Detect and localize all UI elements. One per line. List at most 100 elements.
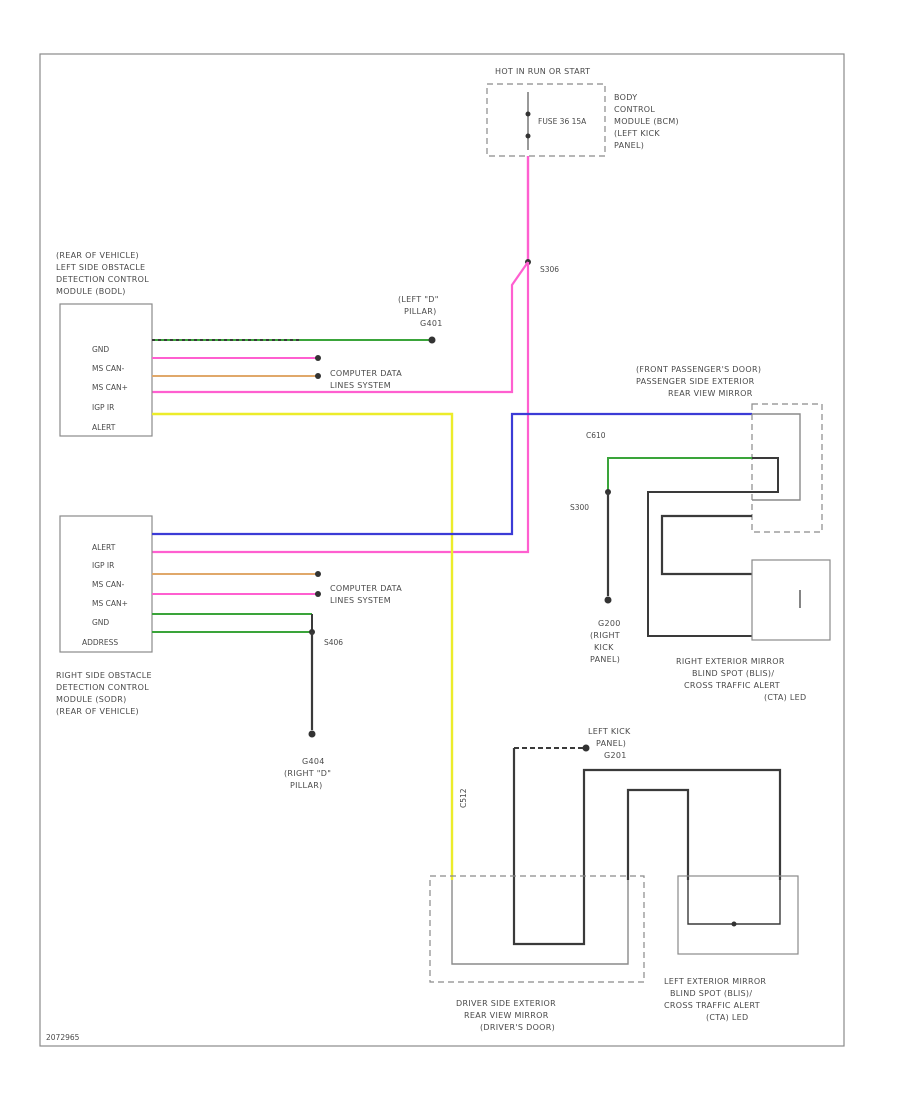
svg-text:LEFT KICK: LEFT KICK (588, 727, 631, 736)
svg-text:COMPUTER DATA: COMPUTER DATA (330, 369, 402, 378)
svg-text:G201: G201 (604, 751, 627, 760)
left-can-plus-dot (315, 373, 321, 379)
svg-text:G401: G401 (420, 319, 443, 328)
svg-text:CONTROL: CONTROL (614, 105, 655, 114)
bcm-dashed-box (486, 83, 606, 157)
svg-text:(CTA) LED: (CTA) LED (706, 1013, 748, 1022)
driver-mirror-internal (451, 880, 629, 965)
svg-text:ALERT: ALERT (92, 543, 116, 552)
fuse-terminal-top (525, 111, 531, 117)
ground-g401 (428, 336, 436, 344)
svg-text:(CTA) LED: (CTA) LED (764, 693, 806, 702)
svg-text:MS CAN+: MS CAN+ (92, 599, 128, 608)
svg-text:KICK: KICK (594, 643, 614, 652)
svg-text:REAR VIEW MIRROR: REAR VIEW MIRROR (464, 1011, 549, 1020)
svg-text:PILLAR): PILLAR) (290, 781, 323, 790)
svg-text:(FRONT PASSENGER'S DOOR): (FRONT PASSENGER'S DOOR) (636, 365, 761, 374)
svg-text:DETECTION CONTROL: DETECTION CONTROL (56, 275, 149, 284)
svg-text:PANEL): PANEL) (590, 655, 620, 664)
splice-s306-label: S306 (540, 265, 559, 274)
left-obstacle-module (59, 303, 153, 437)
diagram-frame (39, 53, 845, 1047)
right-obstacle-module (59, 515, 153, 653)
passenger-mirror-internal-1 (752, 413, 801, 501)
fuse-terminal-bottom (525, 133, 531, 139)
svg-text:BLIND SPOT (BLIS)/: BLIND SPOT (BLIS)/ (692, 669, 774, 678)
svg-text:BLIND SPOT (BLIS)/: BLIND SPOT (BLIS)/ (670, 989, 752, 998)
s300-label: S300 (570, 503, 589, 512)
svg-text:ALERT: ALERT (92, 423, 116, 432)
svg-text:ADDRESS: ADDRESS (82, 638, 118, 647)
splice-s406-label: S406 (324, 638, 343, 647)
svg-text:PANEL): PANEL) (596, 739, 626, 748)
svg-text:PANEL): PANEL) (614, 141, 644, 150)
driver-blis-wire-1 (512, 748, 782, 946)
right-blis-led-box (751, 559, 831, 641)
blue-alert-wire (152, 412, 752, 536)
svg-text:G200: G200 (598, 619, 621, 628)
svg-text:REAR VIEW MIRROR: REAR VIEW MIRROR (668, 389, 753, 398)
green-passenger-wire (607, 457, 752, 492)
fuse-label: FUSE 36 15A (538, 117, 587, 126)
svg-text:DETECTION CONTROL: DETECTION CONTROL (56, 683, 149, 692)
svg-text:LEFT SIDE OBSTACLE: LEFT SIDE OBSTACLE (56, 263, 145, 272)
g200-label: G200 (RIGHT KICK PANEL) (590, 619, 621, 664)
driver-blis-wire-2 (626, 788, 690, 880)
ground-g404 (308, 730, 316, 738)
svg-text:(RIGHT: (RIGHT (590, 631, 620, 640)
right-blis-label: RIGHT EXTERIOR MIRROR BLIND SPOT (BLIS)/… (676, 657, 806, 702)
svg-text:MS CAN-: MS CAN- (92, 580, 125, 589)
svg-text:RIGHT EXTERIOR MIRROR: RIGHT EXTERIOR MIRROR (676, 657, 785, 666)
svg-text:MODULE (BODL): MODULE (BODL) (56, 287, 126, 296)
svg-text:LINES SYSTEM: LINES SYSTEM (330, 596, 391, 605)
svg-text:(REAR OF VEHICLE): (REAR OF VEHICLE) (56, 251, 139, 260)
left-blis-led-box (677, 875, 799, 955)
passenger-mirror-box (751, 403, 823, 533)
left-can-minus-dot (315, 355, 321, 361)
svg-text:BODY: BODY (614, 93, 637, 102)
svg-text:CROSS TRAFFIC ALERT: CROSS TRAFFIC ALERT (664, 1001, 760, 1010)
svg-text:(LEFT KICK: (LEFT KICK (614, 129, 660, 138)
left-module-label: (REAR OF VEHICLE) LEFT SIDE OBSTACLE DET… (56, 251, 149, 296)
hot-label: HOT IN RUN OR START (495, 67, 590, 76)
computer-data-label-1: COMPUTER DATA LINES SYSTEM (330, 369, 402, 390)
ground-g201 (582, 744, 590, 752)
svg-text:MS CAN+: MS CAN+ (92, 383, 128, 392)
svg-text:(REAR OF VEHICLE): (REAR OF VEHICLE) (56, 707, 139, 716)
figure-id: 2072965 (46, 1033, 80, 1042)
computer-data-label-2: COMPUTER DATA LINES SYSTEM (330, 584, 402, 605)
svg-text:PILLAR): PILLAR) (404, 307, 437, 316)
svg-text:G404: G404 (302, 757, 325, 766)
svg-text:COMPUTER DATA: COMPUTER DATA (330, 584, 402, 593)
passenger-blis-loop-outer (647, 457, 779, 637)
svg-text:RIGHT SIDE OBSTACLE: RIGHT SIDE OBSTACLE (56, 671, 152, 680)
svg-text:LINES SYSTEM: LINES SYSTEM (330, 381, 391, 390)
svg-text:DRIVER SIDE EXTERIOR: DRIVER SIDE EXTERIOR (456, 999, 556, 1008)
svg-text:MS CAN-: MS CAN- (92, 364, 125, 373)
c610-label: C610 (586, 431, 606, 440)
svg-text:CROSS TRAFFIC ALERT: CROSS TRAFFIC ALERT (684, 681, 780, 690)
right-module-pins: ALERT IGP IR MS CAN- MS CAN+ GND ADDRESS (82, 543, 128, 647)
left-kick-ground-label: LEFT KICK PANEL) G201 (588, 727, 631, 760)
svg-text:MODULE (BCM): MODULE (BCM) (614, 117, 679, 126)
passenger-mirror-label: (FRONT PASSENGER'S DOOR) PASSENGER SIDE … (636, 365, 761, 398)
svg-text:PASSENGER SIDE EXTERIOR: PASSENGER SIDE EXTERIOR (636, 377, 755, 386)
ground-g200 (604, 596, 612, 604)
left-pillar-ground-label: (LEFT "D" PILLAR) G401 (398, 295, 443, 328)
left-blis-led-symbol (731, 921, 737, 927)
yellow-alert-wire (152, 412, 454, 880)
pink-wire-left-module (152, 261, 529, 394)
c512-label: C512 (459, 788, 468, 808)
svg-text:MODULE (SODR): MODULE (SODR) (56, 695, 127, 704)
passenger-blis-loop-inner (660, 514, 752, 576)
g404-label: G404 (RIGHT "D" PILLAR) (284, 757, 331, 790)
svg-text:(LEFT "D": (LEFT "D" (398, 295, 439, 304)
bcm-label: BODY CONTROL MODULE (BCM) (LEFT KICK PAN… (614, 93, 679, 150)
svg-text:GND: GND (92, 345, 109, 354)
svg-text:LEFT EXTERIOR MIRROR: LEFT EXTERIOR MIRROR (664, 977, 766, 986)
right-can-minus-dot (315, 571, 321, 577)
svg-text:GND: GND (92, 618, 109, 627)
svg-text:(RIGHT "D": (RIGHT "D" (284, 769, 331, 778)
pink-wire-right-module (152, 262, 530, 554)
